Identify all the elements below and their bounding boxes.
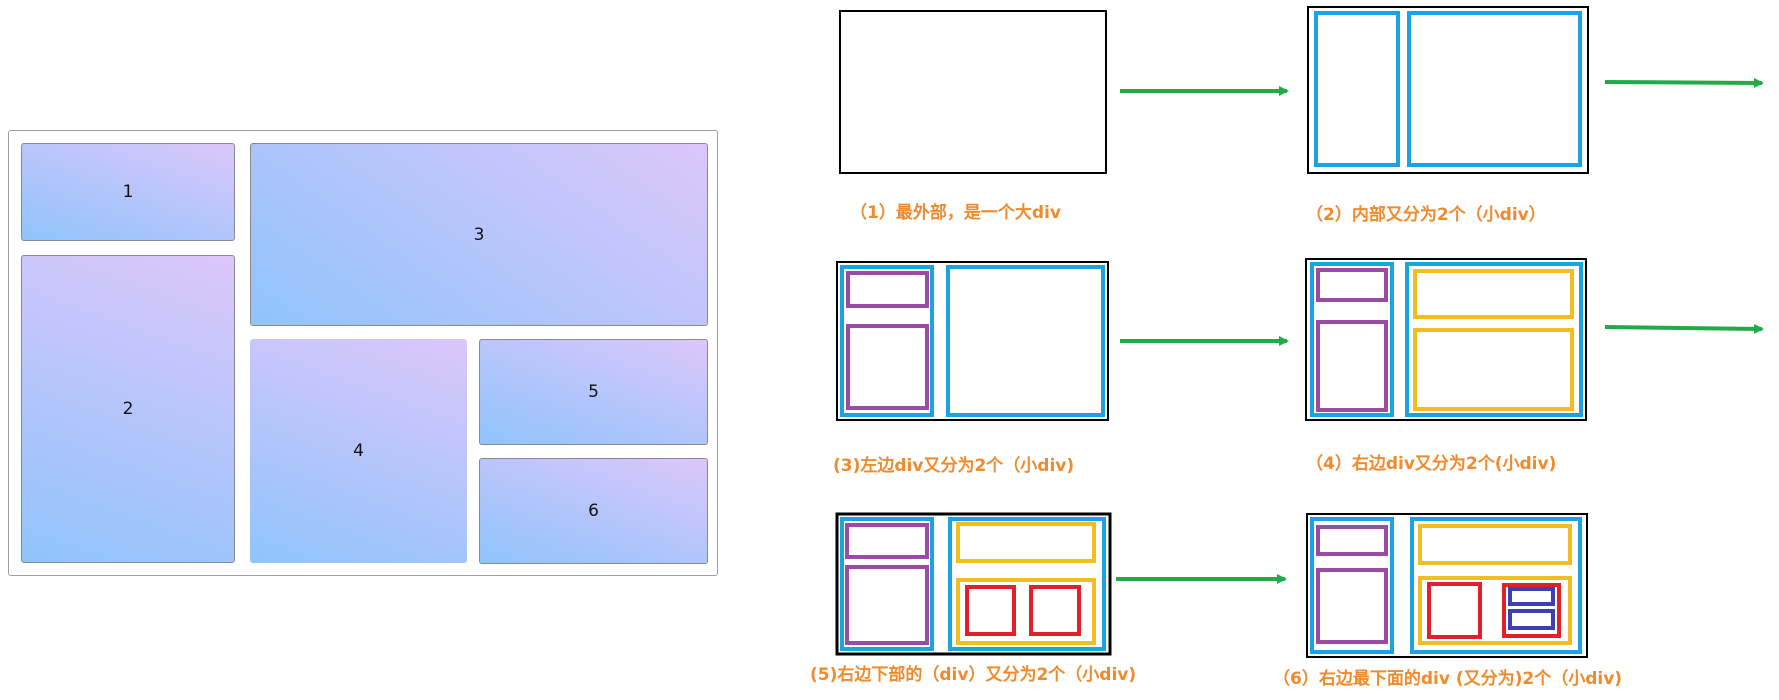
step-6-left-div — [1310, 517, 1394, 654]
step-3-right-div — [946, 265, 1105, 417]
layout-container: 1 2 3 4 5 6 — [8, 130, 718, 576]
step-3-diagram — [836, 261, 1109, 421]
step-6-navy-bottom-div — [1508, 609, 1555, 630]
step-1-outer-div — [839, 10, 1107, 174]
step-2-diagram — [1307, 6, 1589, 174]
step-5-right-div — [948, 517, 1106, 651]
step-6-red-right-div — [1502, 583, 1561, 638]
arrow-step-2-to-3 — [1604, 77, 1764, 88]
step-4-right-top-div — [1413, 269, 1574, 319]
step-6-navy-top-div — [1508, 587, 1555, 606]
step-6-right-div — [1410, 517, 1582, 654]
step-5-caption: (5)右边下部的（div）又分为2个（小div) — [810, 665, 1137, 685]
step-6-red-left-div — [1427, 582, 1482, 639]
tile-2-label: 2 — [122, 399, 134, 419]
step-6-right-bottom-div — [1418, 576, 1572, 645]
step-5-left-div — [840, 517, 934, 651]
step-4-right-div — [1405, 262, 1583, 417]
step-4-caption: （4）右边div又分为2个(小div) — [1306, 454, 1557, 474]
step-5-outer-div — [835, 512, 1112, 656]
step-5-left-top-div — [845, 523, 929, 559]
step-6-outer-div — [1306, 513, 1588, 658]
step-5-right-top-div — [956, 522, 1096, 563]
step-2-left-div — [1314, 11, 1400, 167]
step-4-left-bottom-div — [1316, 320, 1388, 412]
step-2-caption: （2）内部又分为2个（小div） — [1306, 205, 1546, 225]
step-5-red-right-div — [1029, 585, 1081, 636]
step-2-right-div — [1407, 11, 1582, 167]
layout-tile-3: 3 — [250, 143, 708, 326]
layout-tile-4: 4 — [250, 339, 467, 563]
step-4-right-bottom-div — [1413, 328, 1574, 411]
step-3-left-div — [840, 265, 934, 417]
arrow-step-4-to-5 — [1604, 323, 1764, 334]
step-5-left-bottom-div — [845, 565, 929, 645]
step-5-diagram — [835, 512, 1112, 656]
step-6-left-bottom-div — [1316, 568, 1388, 644]
step-1-diagram — [839, 10, 1107, 174]
step-4-left-top-div — [1316, 268, 1388, 302]
tile-5-label: 5 — [588, 382, 599, 402]
step-3-outer-div — [836, 261, 1109, 421]
step-5-right-bottom-div — [956, 578, 1096, 645]
step-5-red-left-div — [965, 585, 1016, 636]
step-2-outer-div — [1307, 6, 1589, 174]
step-6-left-top-div — [1316, 525, 1388, 556]
tile-3-label: 3 — [473, 224, 485, 245]
step-1-caption: （1）最外部，是一个大div — [850, 203, 1061, 223]
tile-4-label: 4 — [353, 441, 364, 461]
step-3-caption: (3)左边div又分为2个（小div) — [833, 456, 1075, 476]
step-4-outer-div — [1305, 258, 1587, 421]
tile-1-label: 1 — [122, 182, 134, 202]
layout-tile-5: 5 — [479, 339, 708, 445]
step-3-left-bottom-div — [846, 324, 929, 410]
layout-tile-6: 6 — [479, 458, 708, 564]
step-6-caption: （6）右边最下面的div (又分为)2个（小div) — [1273, 669, 1623, 689]
step-4-diagram — [1305, 258, 1587, 421]
step-3-left-top-div — [846, 271, 929, 308]
layout-tile-2: 2 — [21, 255, 235, 563]
step-6-right-top-div — [1418, 524, 1572, 565]
step-6-diagram — [1306, 513, 1588, 658]
tile-6-label: 6 — [588, 501, 599, 521]
layout-tile-1: 1 — [21, 143, 235, 241]
step-4-left-div — [1310, 262, 1394, 417]
